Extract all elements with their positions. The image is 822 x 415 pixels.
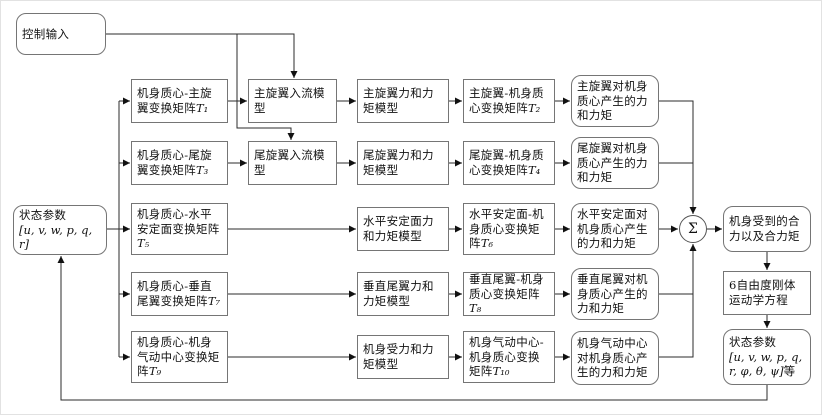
main-rotor-forces-on-cg: 主旋翼对机身质心产生的力和力矩: [571, 75, 659, 127]
node-label: 垂直尾翼-机身质心变换矩阵T₈: [469, 272, 549, 317]
transform-fuselage-to-main-rotor: 机身质心-主旋翼变换矩阵T₁: [131, 79, 228, 123]
control-input: 控制输入: [16, 13, 106, 55]
transform-aero-center-to-fuselage: 机身气动中心-机身质心变换矩阵T₁₀: [463, 331, 555, 383]
matrix-symbol: T₄: [528, 163, 541, 177]
transform-fuselage-to-vertical-tail: 机身质心-垂直尾翼变换矩阵T₇: [131, 272, 228, 316]
state-output-params-line: [u, v, w, p, q, r, φ, θ, ψ]等: [729, 350, 805, 380]
node-label: 机身受力和力矩模型: [363, 342, 434, 371]
transform-fuselage-to-tail-rotor: 机身质心-尾旋翼变换矩阵T₃: [131, 141, 228, 185]
matrix-symbol: T₂: [528, 101, 541, 115]
total-forces-and-moments: 机身受到的合力以及合力矩: [723, 206, 811, 252]
transform-vertical-tail-to-fuselage: 垂直尾翼-机身质心变换矩阵T₈: [463, 272, 555, 316]
node-label: 机身气动中心对机身质心产生的力和力矩: [577, 335, 648, 380]
label-text: 机身质心-水平安定面变换矩阵: [137, 206, 220, 236]
label-text: 垂直尾翼-机身质心变换矩阵: [469, 271, 544, 301]
transform-fuselage-to-aero-center: 机身质心-机身气动中心变换矩阵T₉: [131, 331, 228, 383]
node-label: 机身受到的合力以及合力矩: [729, 214, 800, 243]
node-label: 主旋翼力和力矩模型: [363, 86, 434, 115]
main-rotor-inflow-model: 主旋翼入流模型: [248, 79, 337, 123]
node-label: 6自由度刚体运动学方程: [729, 278, 796, 307]
horizontal-stabilizer-forces-on-cg: 水平安定面对机身质心产生的力和力矩: [571, 203, 659, 255]
matrix-symbol: T₁: [196, 101, 209, 115]
matrix-symbol: T₅: [137, 236, 150, 251]
node-label: 状态参数 [u, v, w, p, q, r, φ, θ, ψ]等: [729, 335, 805, 380]
node-label: 机身质心-机身气动中心变换矩阵T₉: [137, 335, 222, 380]
matrix-symbol: T₃: [196, 163, 209, 177]
vertical-tail-forces-on-cg: 垂直尾翼对机身质心产生的力和力矩: [571, 268, 659, 320]
node-label: 机身质心-垂直尾翼变换矩阵T₇: [137, 279, 222, 309]
fuselage-force-moment-model: 机身受力和力矩模型: [357, 335, 449, 379]
label-text: 主旋翼-机身质心变换矩阵: [469, 86, 544, 115]
matrix-symbol: T₉: [148, 364, 162, 379]
node-label: 机身质心-尾旋翼变换矩阵T₃: [137, 148, 222, 178]
transform-fuselage-to-horizontal-stabilizer: 机身质心-水平安定面变换矩阵T₅: [131, 203, 228, 255]
node-label: 主旋翼-机身质心变换矩阵T₂: [469, 86, 549, 116]
state-output-suffix: 等: [783, 364, 796, 379]
control-input-label: 控制输入: [22, 26, 70, 41]
node-label: 水平安定面-机身质心变换矩阵T₆: [469, 207, 549, 252]
node-label: 机身质心-水平安定面变换矩阵T₅: [137, 207, 222, 252]
node-label: 垂直尾翼对机身质心产生的力和力矩: [577, 271, 648, 316]
state-input-label: 状态参数 [u, v, w, p, q, r]: [19, 208, 101, 253]
node-label: 尾旋翼对机身质心产生的力和力矩: [577, 140, 648, 185]
node-label: 尾旋翼-机身质心变换矩阵T₄: [469, 148, 549, 178]
tail-rotor-force-moment-model: 尾旋翼力和力矩模型: [357, 141, 449, 185]
state-input-title: 状态参数: [19, 207, 67, 222]
sigma-symbol: Σ: [688, 221, 698, 237]
horizontal-stabilizer-force-moment-model: 水平安定面力和力矩模型: [357, 207, 449, 251]
matrix-symbol: T₇: [207, 294, 221, 308]
tail-rotor-forces-on-cg: 尾旋翼对机身质心产生的力和力矩: [571, 137, 659, 189]
node-label: 机身质心-主旋翼变换矩阵T₁: [137, 86, 222, 116]
state-output-params: [u, v, w, p, q, r, φ, θ, ψ]: [729, 349, 803, 379]
label-text: 机身质心-机身气动中心变换矩阵: [137, 334, 220, 379]
label-text: 机身质心-垂直尾翼变换矩阵: [137, 279, 212, 308]
label-text: 机身气动中心-机身质心变换矩阵: [469, 334, 544, 379]
state-output-title: 状态参数: [729, 334, 777, 349]
label-text: 机身质心-尾旋翼变换矩阵: [137, 148, 212, 177]
vertical-tail-force-moment-model: 垂直尾翼力和力矩模型: [357, 272, 449, 316]
six-dof-rigid-body-kinematics: 6自由度刚体运动学方程: [723, 271, 811, 315]
state-input-params: [u, v, w, p, q, r]: [19, 222, 93, 252]
node-label: 水平安定面力和力矩模型: [363, 214, 434, 243]
main-rotor-force-moment-model: 主旋翼力和力矩模型: [357, 79, 449, 123]
node-label: 主旋翼对机身质心产生的力和力矩: [577, 78, 648, 123]
transform-tail-rotor-to-fuselage: 尾旋翼-机身质心变换矩阵T₄: [463, 141, 555, 185]
matrix-symbol: T₈: [469, 301, 482, 316]
label-text: 尾旋翼-机身质心变换矩阵: [469, 148, 544, 177]
node-label: 机身气动中心-机身质心变换矩阵T₁₀: [469, 335, 549, 380]
matrix-symbol: T₁₀: [492, 364, 510, 379]
summation-node: Σ: [679, 215, 707, 243]
node-label: 水平安定面对机身质心产生的力和力矩: [577, 206, 648, 251]
state-parameters-input: 状态参数 [u, v, w, p, q, r]: [13, 205, 107, 255]
label-text: 水平安定面-机身质心变换矩阵: [469, 206, 544, 251]
transform-main-rotor-to-fuselage: 主旋翼-机身质心变换矩阵T₂: [463, 79, 555, 123]
state-parameters-output: 状态参数 [u, v, w, p, q, r, φ, θ, ψ]等: [723, 329, 811, 385]
aero-center-forces-on-cg: 机身气动中心对机身质心产生的力和力矩: [571, 331, 659, 385]
node-label: 尾旋翼入流模型: [254, 148, 325, 177]
transform-horizontal-stabilizer-to-fuselage: 水平安定面-机身质心变换矩阵T₆: [463, 203, 555, 255]
node-label: 垂直尾翼力和力矩模型: [363, 279, 434, 308]
matrix-symbol: T₆: [480, 236, 494, 251]
node-label: 主旋翼入流模型: [254, 86, 325, 115]
node-label: 尾旋翼力和力矩模型: [363, 148, 434, 177]
label-text: 机身质心-主旋翼变换矩阵: [137, 86, 212, 115]
tail-rotor-inflow-model: 尾旋翼入流模型: [248, 141, 337, 185]
